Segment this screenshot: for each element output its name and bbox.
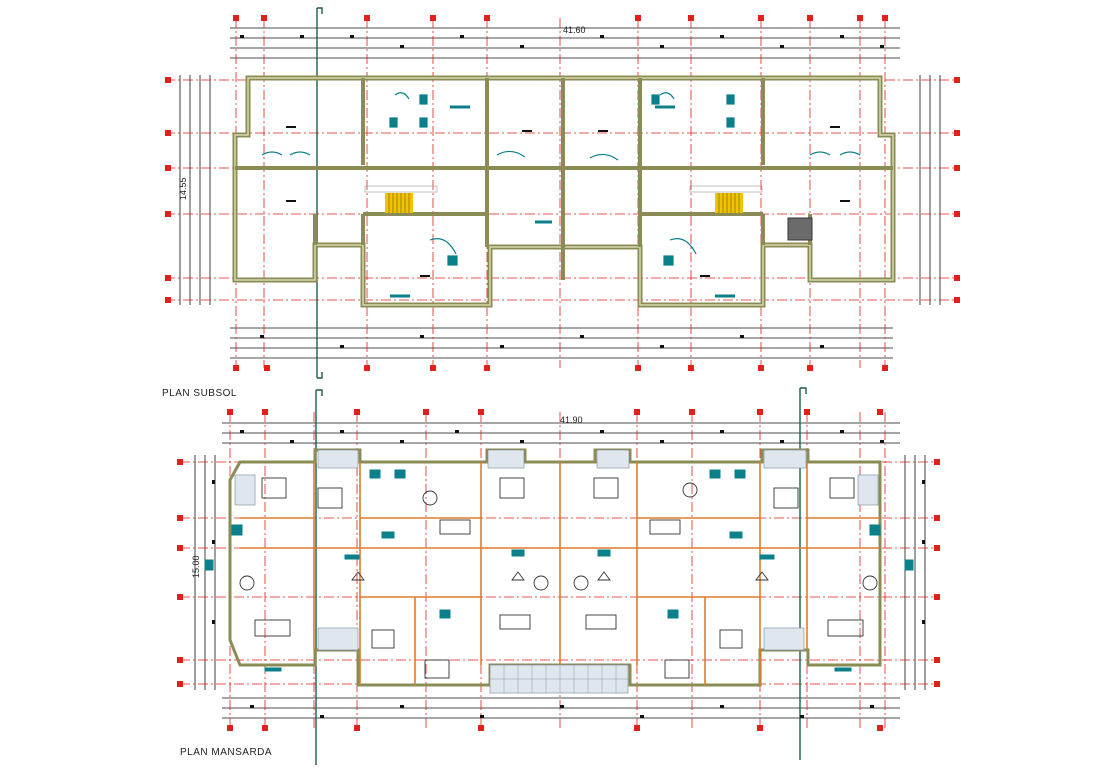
grid-axes-vertical [235, 18, 886, 368]
plan-title-subsol: PLAN SUBSOL [162, 388, 237, 399]
furniture [239, 477, 878, 679]
electrical-fixtures-mansarda [204, 469, 914, 672]
plan-depth-dimension: 14.55 [178, 177, 188, 200]
electrical-fixtures-subsol [261, 92, 861, 298]
axis-markers [165, 15, 960, 371]
bottom-dimension-lines [230, 327, 893, 359]
orange-partitions [240, 462, 880, 685]
axis-markers-mansarda [177, 409, 940, 731]
tiled-areas [234, 449, 879, 694]
interior-walls [235, 78, 893, 280]
top-dimension-lines [230, 27, 900, 59]
stair-right [689, 185, 763, 213]
top-dimension-lines-mansarda [222, 422, 900, 444]
plan-depth-dimension: 15.00 [191, 555, 201, 578]
tile-grid [490, 665, 628, 693]
side-dimension-lines [179, 75, 941, 305]
stair-left [364, 185, 438, 213]
plan-title-mansarda: PLAN MANSARDA [180, 747, 273, 758]
section-cut-lines [316, 7, 323, 379]
dimension-ticks-mansarda [212, 430, 925, 718]
plan-mansarda: 41.90 15.00 [177, 387, 940, 765]
plan-width-dimension: 41.90 [560, 415, 583, 425]
dimension-ticks-subsol [240, 35, 884, 348]
section-cut-lines-mansarda [315, 387, 807, 765]
plan-width-dimension: 41.60 [563, 25, 586, 35]
plan-subsol: 41.60 14.55 [165, 7, 960, 379]
side-dimension-lines-mansarda [194, 455, 926, 690]
shaft-box [787, 217, 813, 241]
